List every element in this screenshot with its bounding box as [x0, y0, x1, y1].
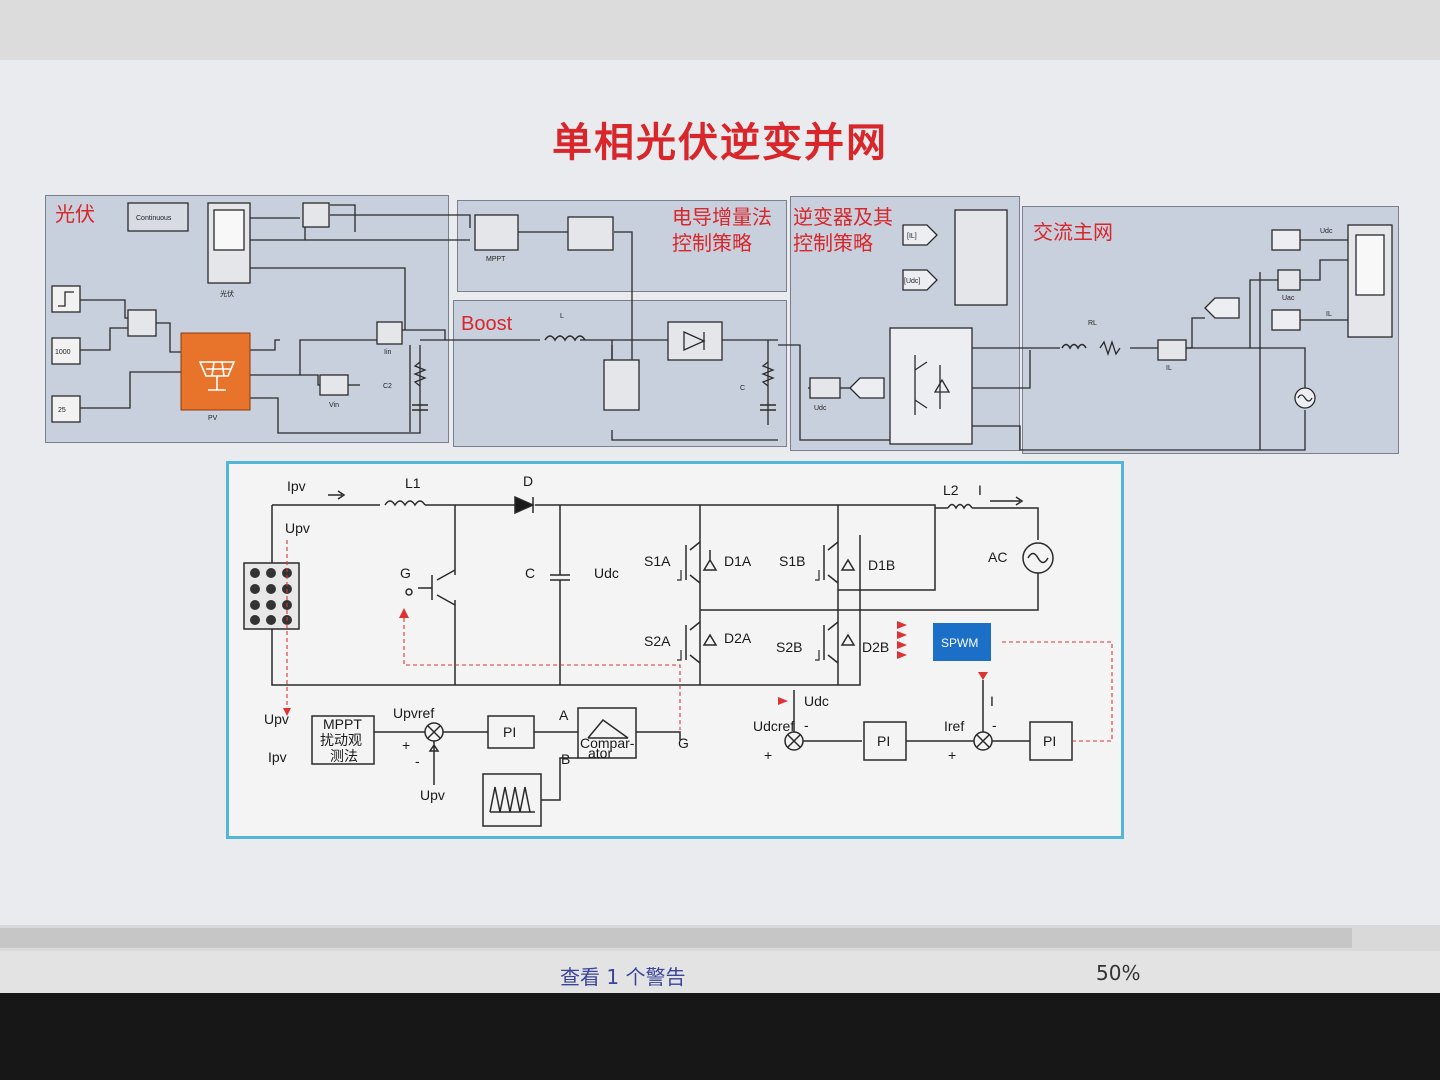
- status-bar: 查看 1 个警告 50%: [0, 951, 1440, 993]
- monitor-bezel: [0, 993, 1440, 1080]
- section-label-inverter: 逆变器及其 控制策略: [793, 205, 893, 255]
- circuit-diagram-frame: [226, 461, 1124, 839]
- warning-link[interactable]: 查看 1 个警告: [560, 965, 686, 989]
- top-band: [0, 0, 1440, 60]
- section-label-pv: 光伏: [55, 202, 95, 226]
- section-label-incremental-conductance: 电导增量法 控制策略: [672, 205, 772, 255]
- section-label-boost: Boost: [461, 313, 513, 335]
- panel-pv: [45, 195, 449, 443]
- zoom-level[interactable]: 50%: [1096, 961, 1141, 985]
- horizontal-scrollbar[interactable]: [0, 925, 1440, 951]
- scrollbar-thumb[interactable]: [0, 928, 1352, 948]
- section-label-ac-grid: 交流主网: [1033, 220, 1113, 244]
- slide-title: 单相光伏逆变并网: [552, 119, 888, 166]
